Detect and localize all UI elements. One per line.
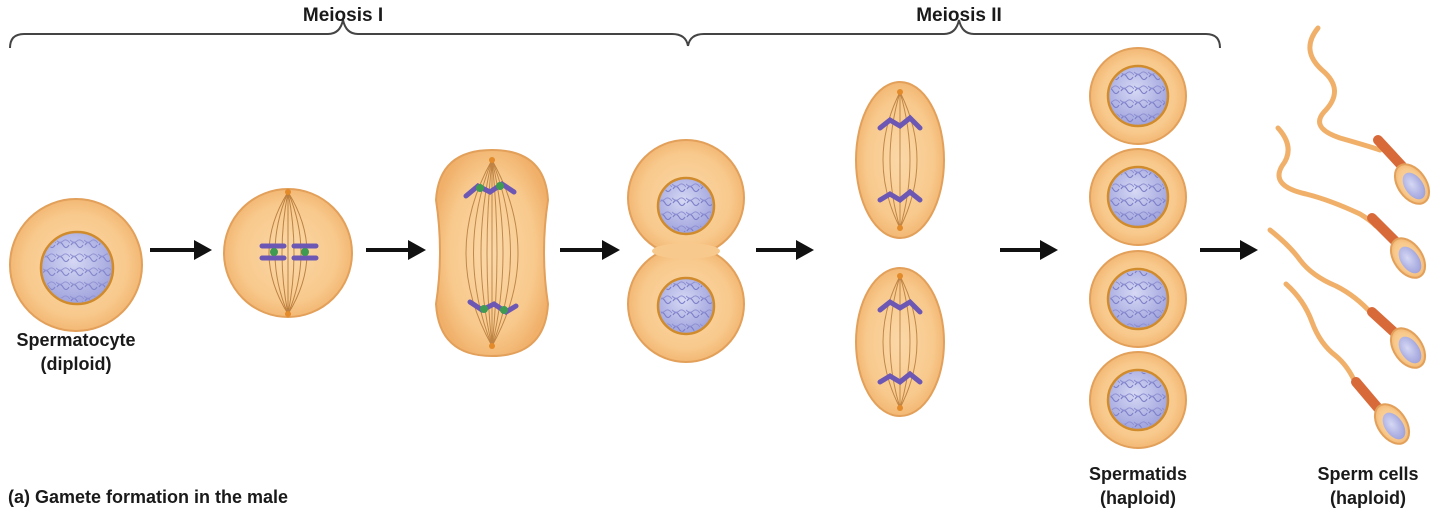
- spermatids-label: Spermatids (haploid): [1068, 462, 1208, 510]
- spermatids-label-line2: (haploid): [1100, 488, 1176, 508]
- meiosis-2-label: Meiosis II: [916, 5, 1002, 26]
- meiosis-2-cell-top: [855, 81, 945, 239]
- meiosis-2-bracket: [687, 19, 1221, 49]
- sperm-cells-label-line2: (haploid): [1330, 488, 1406, 508]
- tetrad-chromosomes: [259, 243, 319, 261]
- spermatid-1: [1089, 47, 1187, 145]
- sperm-cell-2: [1275, 125, 1427, 279]
- arrow-4: [756, 240, 814, 260]
- spermatid-4: [1089, 351, 1187, 449]
- arrow-1: [150, 240, 212, 260]
- telophase-1-cells: [627, 139, 745, 363]
- anaphase-1-cell: [434, 148, 550, 358]
- caption-letter: (a): [8, 487, 30, 507]
- arrow-5: [1000, 240, 1058, 260]
- meiosis-1-label: Meiosis I: [302, 5, 384, 26]
- spermatocyte-cell: [9, 198, 143, 332]
- sperm-cell-1: [1307, 25, 1431, 205]
- sperm-cells-label-line1: Sperm cells: [1317, 464, 1419, 484]
- meiosis-1-bracket: [9, 19, 689, 49]
- spermatocyte-label-line1: Spermatocyte: [16, 330, 136, 350]
- spermatocyte-label-line2: (diploid): [40, 354, 112, 374]
- caption-text: Gamete formation in the male: [30, 487, 289, 507]
- figure-caption: (a) Gamete formation in the male: [8, 487, 288, 508]
- sperm-cell-3: [1267, 227, 1427, 369]
- metaphase-1-cell: [223, 188, 353, 318]
- sperm-cells-label: Sperm cells (haploid): [1300, 462, 1436, 510]
- arrow-6: [1200, 240, 1258, 260]
- spermatid-2: [1089, 148, 1187, 246]
- meiosis-2-cell-bottom: [855, 267, 945, 417]
- spermatids-label-line1: Spermatids: [1088, 464, 1188, 484]
- spermatocyte-label: Spermatocyte (diploid): [0, 328, 152, 376]
- sperm-cell-4: [1283, 281, 1411, 445]
- arrow-3: [560, 240, 620, 260]
- arrow-2: [366, 240, 426, 260]
- spermatid-3: [1089, 250, 1187, 348]
